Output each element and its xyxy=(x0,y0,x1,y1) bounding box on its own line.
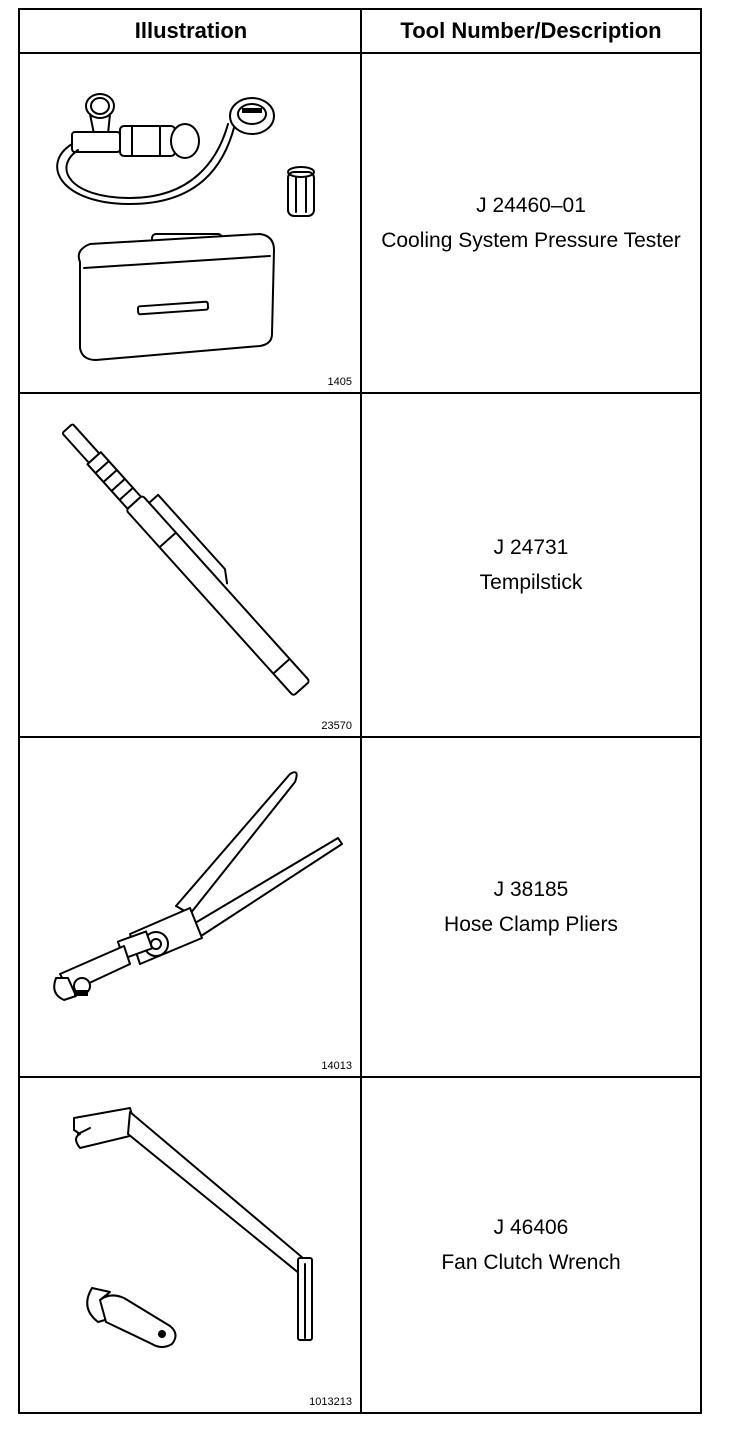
table-row: 14013 J 38185 Hose Clamp Pliers xyxy=(20,738,700,1078)
table-row: 1013213 J 46406 Fan Clutch Wrench xyxy=(20,1078,700,1412)
tool-description-cell: J 24460–01 Cooling System Pressure Teste… xyxy=(362,54,700,392)
column-divider xyxy=(360,10,362,1412)
figure-number: 1405 xyxy=(327,376,352,388)
illustration-cell: 23570 xyxy=(20,394,360,736)
cooling-system-pressure-tester-icon xyxy=(56,93,315,361)
header-illustration: Illustration xyxy=(134,18,248,43)
illustration-cell: 14013 xyxy=(20,738,360,1076)
tool-number: J 38185 xyxy=(493,878,569,901)
tool-description: Fan Clutch Wrench xyxy=(441,1251,621,1274)
tools-table: Illustration Tool Number/Description xyxy=(18,8,702,1414)
tool-description-cell: J 24731 Tempilstick xyxy=(362,394,700,736)
tool-number: J 46406 xyxy=(493,1216,569,1239)
tool-description: Tempilstick xyxy=(479,571,583,594)
fan-clutch-wrench-icon xyxy=(73,1107,313,1348)
tool-description: Hose Clamp Pliers xyxy=(444,913,618,936)
illustration-cell: 1405 xyxy=(20,54,360,392)
tool-description: Cooling System Pressure Tester xyxy=(381,229,681,252)
hose-clamp-pliers-icon xyxy=(53,771,343,1001)
figure-number: 14013 xyxy=(321,1060,352,1072)
tool-number: J 24460–01 xyxy=(476,194,586,217)
tool-description-cell: J 46406 Fan Clutch Wrench xyxy=(362,1078,700,1412)
table-row: 1405 J 24460–01 Cooling System Pressure … xyxy=(20,54,700,394)
header-tool-number-description: Tool Number/Description xyxy=(400,18,662,43)
illustration-cell: 1013213 xyxy=(20,1078,360,1412)
figure-number: 1013213 xyxy=(309,1396,352,1408)
table-row: 23570 J 24731 Tempilstick xyxy=(20,394,700,738)
figure-number: 23570 xyxy=(321,720,352,732)
tool-number: J 24731 xyxy=(493,536,569,559)
tool-description-cell: J 38185 Hose Clamp Pliers xyxy=(362,738,700,1076)
tempilstick-icon xyxy=(61,423,310,696)
